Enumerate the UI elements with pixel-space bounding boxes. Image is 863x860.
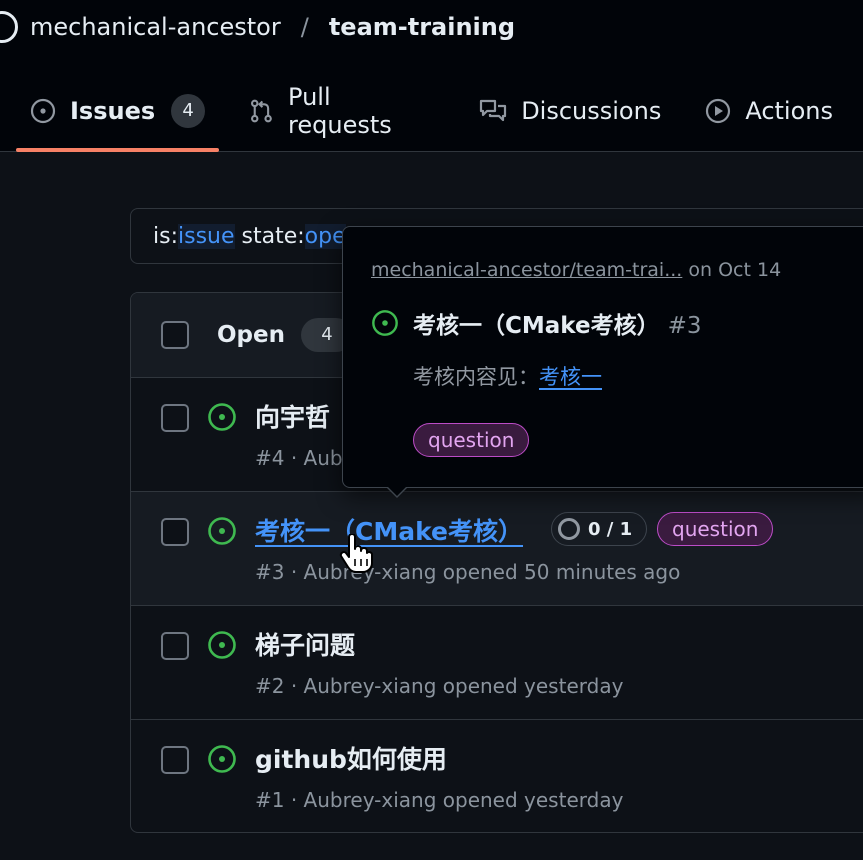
issue-meta: #1 · Aubrey-xiang opened yesterday [255, 788, 624, 812]
hovercard-body-text: 考核内容见： [413, 365, 539, 389]
comment-discussion-icon [480, 99, 507, 122]
issue-opened-icon [30, 98, 56, 124]
open-filter-label[interactable]: Open [217, 322, 285, 348]
tab-pull-requests-label: Pull requests [288, 83, 392, 139]
hovercard-repo-line: mechanical-ancestor/team-trai... on Oct … [371, 259, 781, 281]
issue-meta: #3 · Aubrey-xiang opened 50 minutes ago [255, 560, 681, 584]
tab-issues[interactable]: Issues 4 [16, 86, 220, 152]
issue-row: 向宇哲 #4 · Aubr [131, 378, 863, 492]
hovercard-caret [386, 486, 408, 498]
hovercard-repo-link[interactable]: mechanical-ancestor/team-trai... [371, 259, 683, 281]
issue-title-link[interactable]: 梯子问题 [255, 631, 356, 660]
tab-actions-label: Actions [745, 97, 833, 125]
hovercard-title: 考核一（CMake考核） #3 [413, 306, 701, 340]
play-icon [706, 98, 731, 124]
breadcrumb-separator: / [300, 13, 309, 41]
issue-opened-icon [208, 403, 236, 431]
issue-checkbox[interactable] [161, 518, 189, 546]
git-pull-request-icon [251, 99, 273, 123]
filter-key-state: state: [234, 223, 305, 249]
issue-checkbox[interactable] [161, 746, 189, 774]
repo-header: mechanical-ancestor / team-training Issu… [0, 0, 863, 152]
hovercard-date: on Oct 14 [682, 259, 782, 281]
select-all-checkbox[interactable] [161, 321, 189, 349]
breadcrumb-repo-link[interactable]: team-training [328, 13, 516, 41]
issue-row: 考核一（CMake考核） 0 / 1 question #3 · Aubrey-… [131, 492, 863, 606]
progress-ring-icon [558, 518, 580, 540]
hovercard-body: 考核内容见：考核一 [413, 361, 602, 391]
issue-meta: #2 · Aubrey-xiang opened yesterday [255, 674, 624, 698]
breadcrumb-owner-link[interactable]: mechanical-ancestor [30, 13, 281, 41]
issue-title-link[interactable]: 向宇哲 [255, 403, 331, 432]
issue-opened-icon [208, 631, 236, 659]
issue-row: github如何使用 #1 · Aubrey-xiang opened yest… [131, 720, 863, 832]
tab-issues-count: 4 [171, 94, 206, 128]
tab-discussions-label: Discussions [521, 97, 662, 125]
breadcrumb: mechanical-ancestor / team-training [30, 12, 515, 42]
issue-row: 梯子问题 #2 · Aubrey-xiang opened yesterday [131, 606, 863, 720]
github-logo-icon[interactable] [0, 11, 18, 43]
issue-checkbox[interactable] [161, 404, 189, 432]
task-progress-badge[interactable]: 0 / 1 [551, 512, 648, 546]
issue-title-link[interactable]: github如何使用 [255, 745, 447, 774]
issue-checkbox[interactable] [161, 632, 189, 660]
issue-meta: #4 · Aubr [255, 446, 351, 470]
filter-value-open: ope [304, 223, 346, 249]
filter-value-issue: issue [178, 223, 235, 249]
task-progress-text: 0 / 1 [588, 518, 633, 540]
issue-title-link[interactable]: 考核一（CMake考核） [255, 517, 524, 546]
repo-nav-tabs: Issues 4 Pull requests Discussions Actio… [16, 83, 863, 152]
issue-label-question[interactable]: question [657, 512, 774, 546]
issue-hovercard: mechanical-ancestor/team-trai... on Oct … [342, 226, 863, 498]
hovercard-label-question[interactable]: question [413, 423, 530, 457]
hovercard-title-text[interactable]: 考核一（CMake考核） [413, 313, 660, 339]
hovercard-body-link[interactable]: 考核一 [539, 365, 602, 389]
issue-opened-icon [372, 310, 398, 336]
filter-key-is: is: [153, 223, 178, 249]
issue-opened-icon [208, 517, 236, 545]
hand-pointer-cursor-icon [339, 534, 373, 573]
tab-discussions[interactable]: Discussions [465, 86, 675, 136]
tab-pull-requests[interactable]: Pull requests [235, 83, 449, 139]
hovercard-issue-number: #3 [667, 313, 702, 339]
tab-issues-label: Issues [70, 97, 156, 125]
tab-actions[interactable]: Actions [691, 86, 847, 136]
issue-opened-icon [208, 745, 236, 773]
